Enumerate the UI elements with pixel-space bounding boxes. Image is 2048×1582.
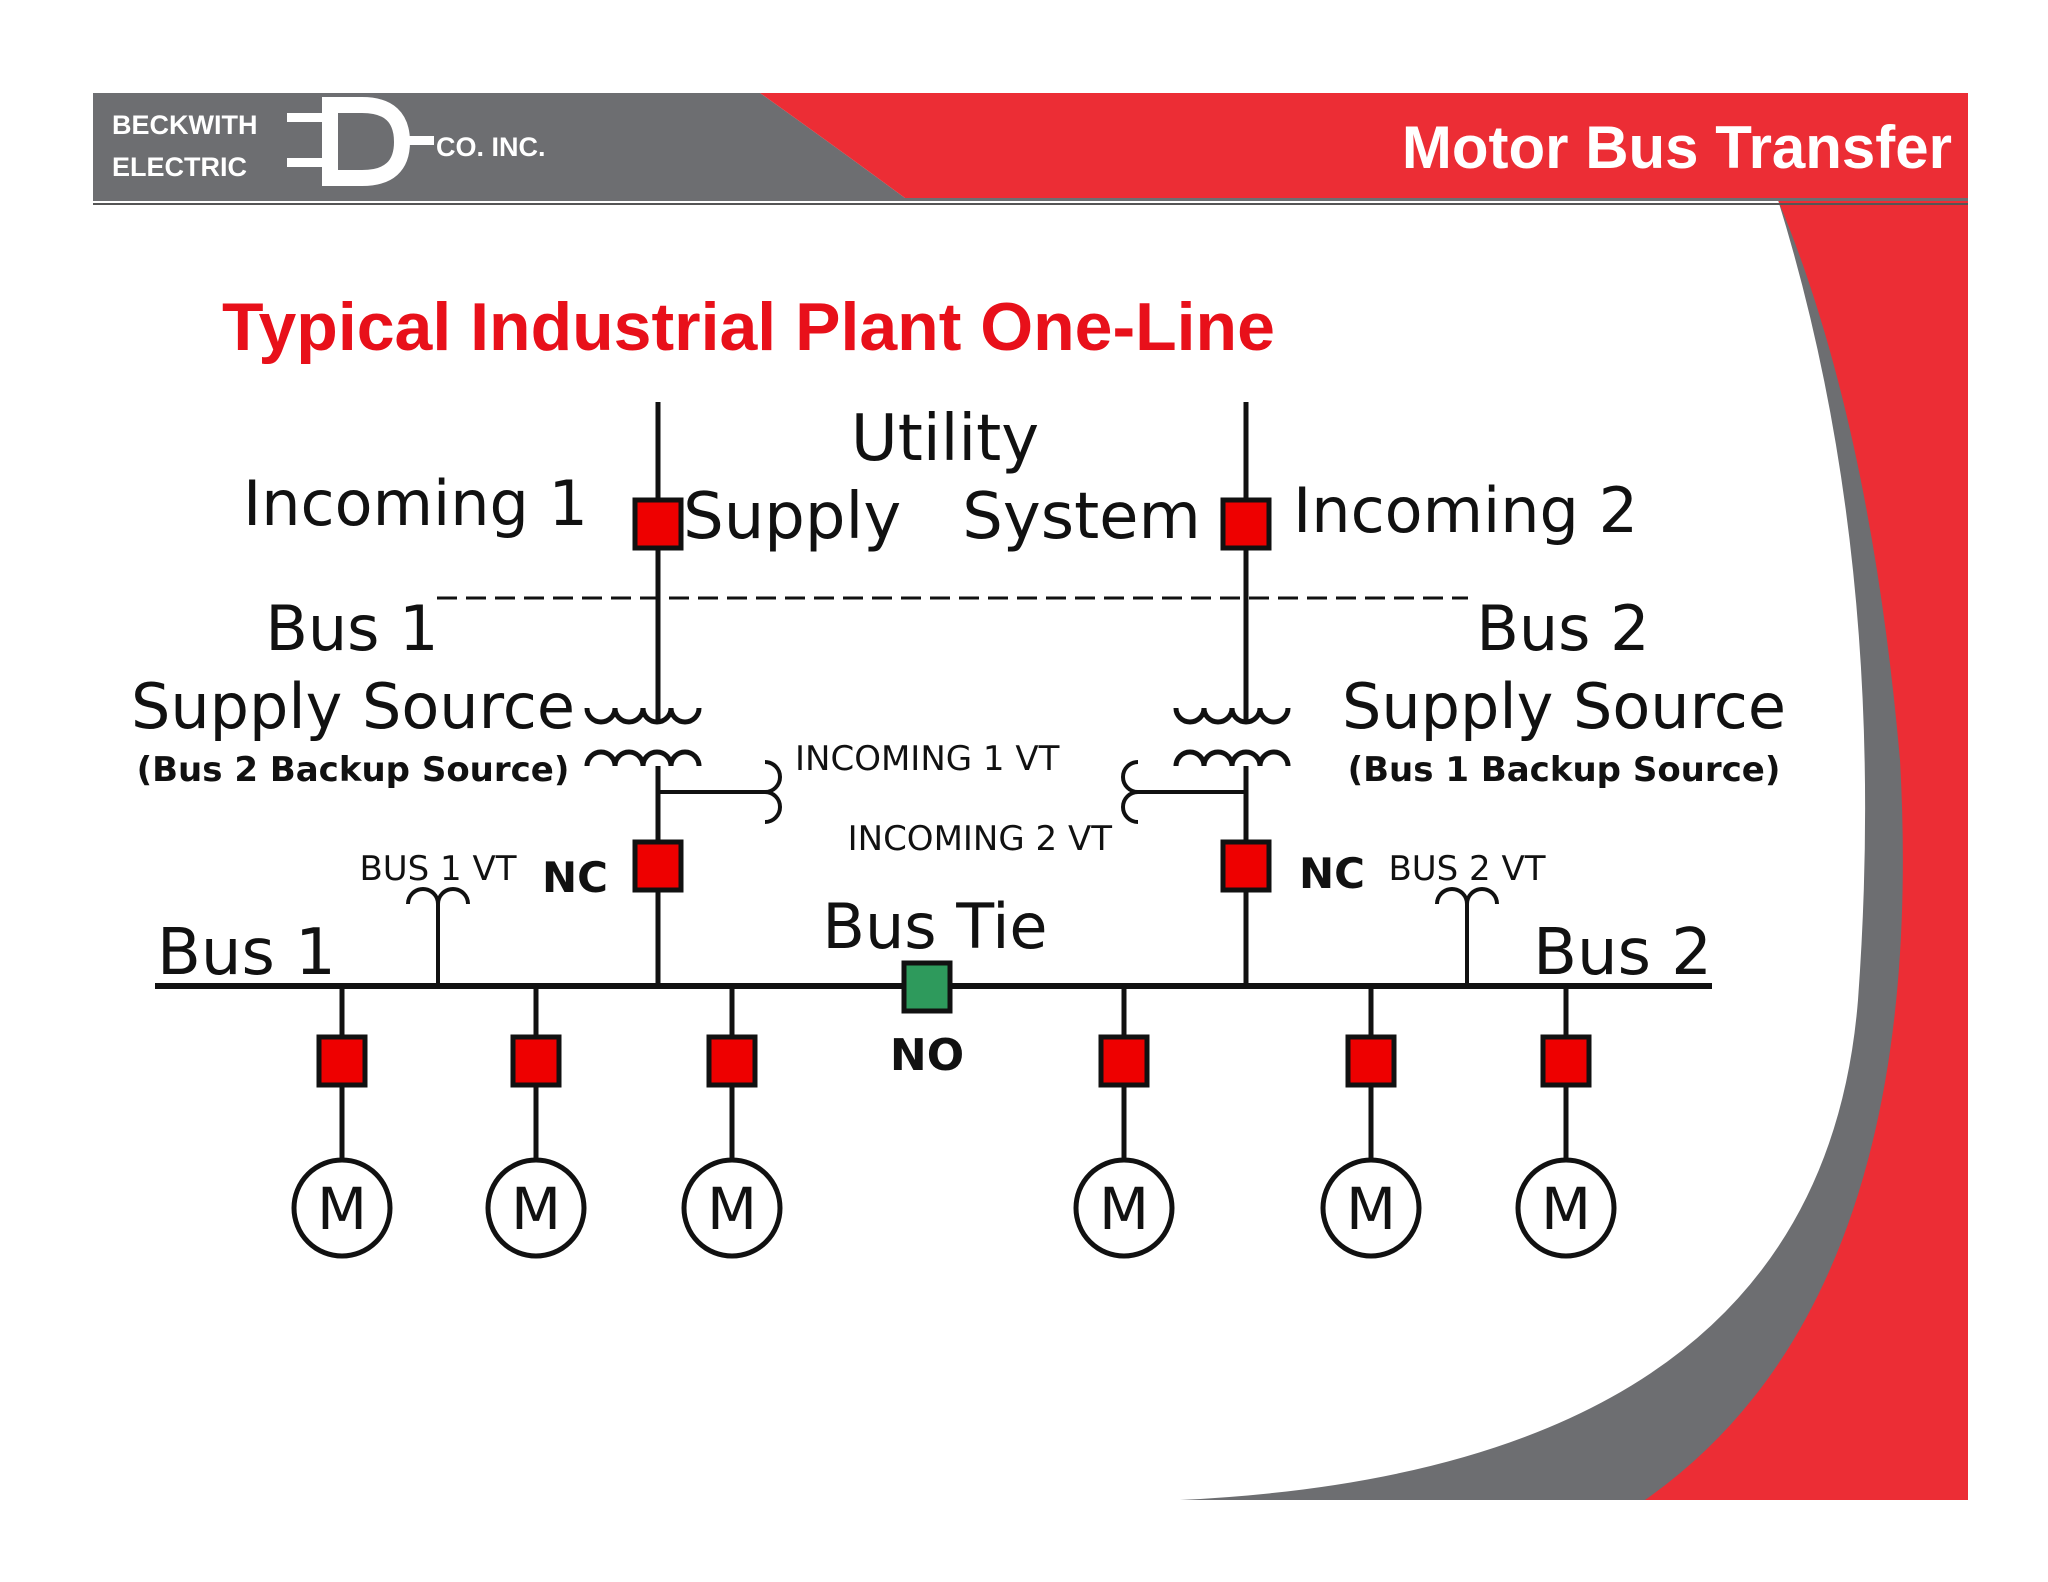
background-swoosh	[1180, 200, 1968, 1500]
motor-breaker	[706, 1034, 758, 1088]
incoming-2-breaker	[1220, 497, 1272, 551]
motor: M	[1320, 1157, 1422, 1259]
utility-label-line2: Supply System	[683, 480, 1201, 554]
motor-breaker	[510, 1034, 562, 1088]
breakers	[316, 497, 1592, 1088]
bus-2-label: Bus 2	[1533, 916, 1712, 990]
diagram-labels: Utility Supply System Incoming 1 Incomin…	[131, 402, 1786, 1081]
motor-label: M	[317, 1175, 367, 1243]
bus-1-label: Bus 1	[157, 916, 336, 990]
bus-2-main-breaker	[1220, 839, 1272, 893]
bus-2-source-line2: Supply Source	[1342, 670, 1786, 743]
one-line-diagram	[155, 402, 1712, 1160]
transformer-1-lower-coil	[584, 749, 702, 767]
incoming-2-label: Incoming 2	[1293, 474, 1638, 547]
transformer-1-upper-coil	[584, 707, 702, 725]
motor-label: M	[511, 1175, 561, 1243]
motor-breaker	[316, 1034, 368, 1088]
bus-2-vt-coil	[1435, 887, 1499, 905]
beckwith-logo: BECKWITH ELECTRIC CO. INC.	[112, 97, 546, 186]
motor: M	[681, 1157, 783, 1259]
bus-2-source-line1: Bus 2	[1476, 592, 1649, 665]
motor-label: M	[707, 1175, 757, 1243]
logo-text-co-inc: CO. INC.	[436, 132, 546, 162]
motor: M	[1515, 1157, 1617, 1259]
bus-tie-breaker	[901, 960, 953, 1014]
incoming-2-vt-label: INCOMING 2 VT	[848, 819, 1113, 859]
transformer-2-lower-coil	[1173, 749, 1291, 767]
incoming-1-vt-label: INCOMING 1 VT	[795, 739, 1060, 779]
bus-1-source-line3: (Bus 2 Backup Source)	[137, 750, 570, 790]
motor-breaker	[1540, 1034, 1592, 1088]
no-label: NO	[890, 1030, 964, 1081]
motor-breaker	[1345, 1034, 1397, 1088]
bus-1-vt-coil	[406, 887, 470, 905]
incoming-1-breaker	[632, 497, 684, 551]
bus-2-source-line3: (Bus 1 Backup Source)	[1348, 750, 1781, 790]
bus-1-main-breaker	[632, 839, 684, 893]
transformer-2-upper-coil	[1173, 707, 1291, 725]
incoming-1-label: Incoming 1	[243, 467, 588, 540]
nc-left-label: NC	[542, 853, 608, 902]
slide-title: Typical Industrial Plant One-Line	[222, 289, 1275, 365]
incoming-1-vt-coil	[764, 760, 782, 824]
bus-1-source-line2: Supply Source	[131, 670, 575, 743]
motor: M	[485, 1157, 587, 1259]
header-title: Motor Bus Transfer	[1402, 114, 1952, 181]
motor: M	[291, 1157, 393, 1259]
logo-text-electric: ELECTRIC	[112, 152, 247, 182]
bus-2-vt-label: BUS 2 VT	[1388, 849, 1545, 889]
logo-d-shape	[322, 97, 411, 186]
motors: M M M M M M	[291, 1157, 1617, 1259]
motor-label: M	[1541, 1175, 1591, 1243]
motor-breaker	[1098, 1034, 1150, 1088]
motor-label: M	[1346, 1175, 1396, 1243]
bus-1-vt-label: BUS 1 VT	[359, 849, 516, 889]
utility-label-line1: Utility	[851, 402, 1039, 476]
bus-tie-label: Bus Tie	[822, 890, 1047, 963]
nc-right-label: NC	[1299, 849, 1365, 898]
motor: M	[1073, 1157, 1175, 1259]
incoming-2-vt-coil	[1121, 760, 1139, 824]
bus-1-source-line1: Bus 1	[265, 592, 438, 665]
logo-text-beckwith: BECKWITH	[112, 110, 257, 140]
motor-label: M	[1099, 1175, 1149, 1243]
